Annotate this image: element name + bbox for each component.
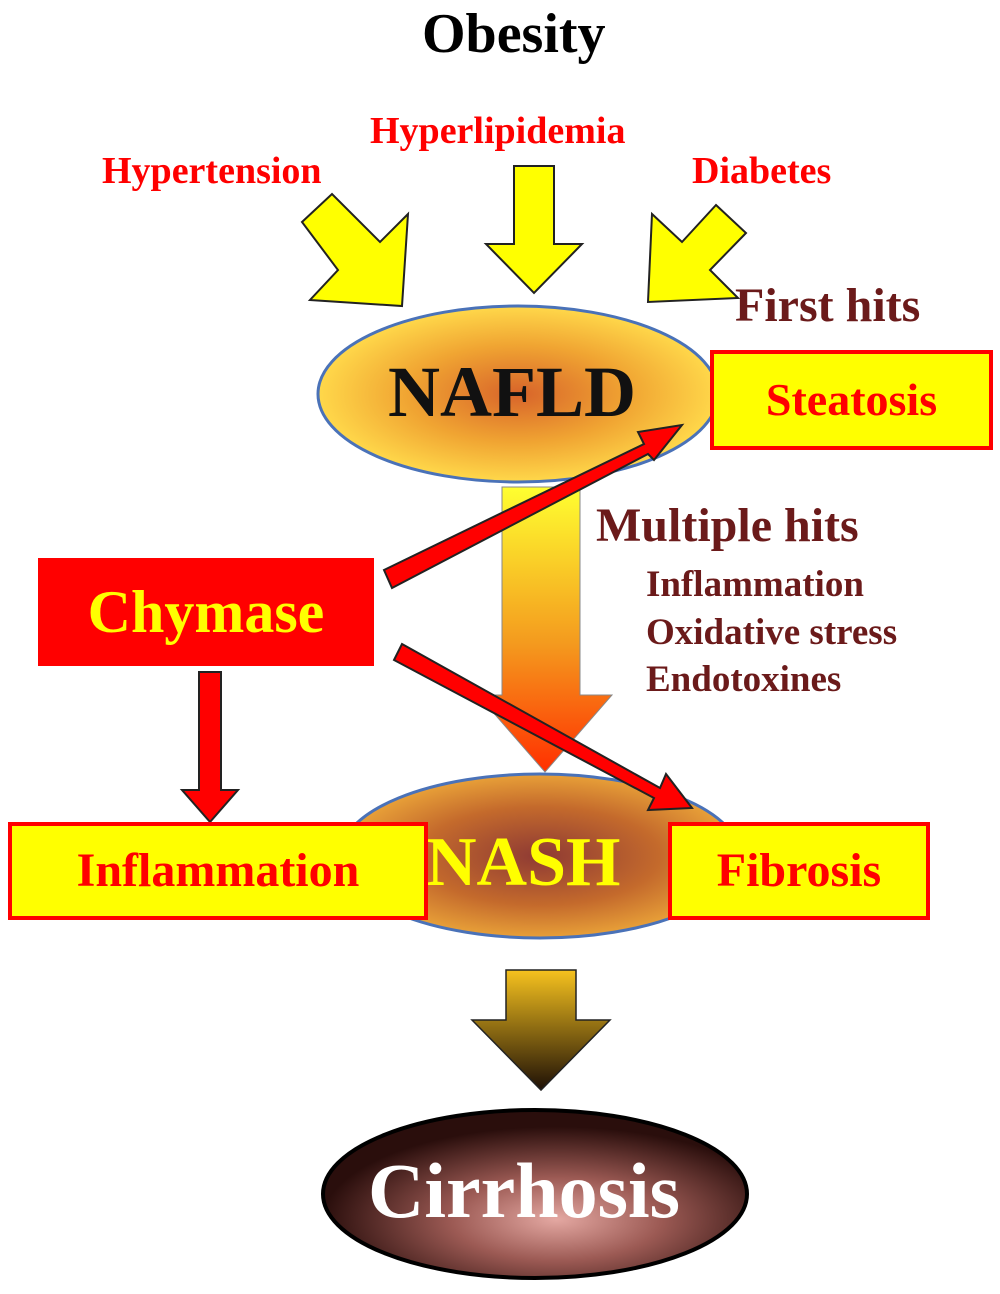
inflammation-label: Inflammation: [76, 844, 360, 897]
hypertension-label: Hypertension: [102, 150, 322, 192]
fibrosis-box: Fibrosis: [668, 822, 930, 920]
hyperlipidemia-arrow: [483, 165, 585, 295]
diabetes-arrow: [646, 203, 748, 304]
multiple-hits-item: Endotoxines: [646, 659, 842, 700]
multiple-hits-heading: Multiple hits: [596, 499, 859, 552]
fibrosis-label: Fibrosis: [716, 844, 882, 897]
chymase-to-steatosis-arrow: [382, 423, 685, 590]
hyperlipidemia-label: Hyperlipidemia: [370, 110, 626, 152]
steatosis-label: Steatosis: [765, 374, 938, 425]
multiple-hits-item: Oxidative stress: [646, 612, 898, 653]
cirrhosis-label: Cirrhosis: [368, 1147, 680, 1234]
nafld-label: NAFLD: [388, 352, 636, 432]
chymase-to-inflammation-arrow: [179, 671, 241, 824]
obesity-title: Obesity: [422, 3, 606, 65]
nash-label: NASH: [426, 824, 621, 901]
first-hits-heading: First hits: [735, 279, 921, 332]
nafld-to-nash-arrow: [476, 486, 614, 773]
inflammation-box: Inflammation: [8, 822, 428, 920]
steatosis-box: Steatosis: [710, 350, 993, 450]
nash-to-cirrhosis-arrow: [470, 969, 612, 1092]
chymase-label: Chymase: [87, 579, 325, 645]
multiple-hits-item: Inflammation: [646, 564, 864, 605]
chymase-box: Chymase: [38, 558, 374, 666]
diabetes-label: Diabetes: [692, 150, 832, 192]
chymase-to-fibrosis-arrow: [392, 642, 694, 812]
hypertension-arrow: [300, 192, 410, 308]
cirrhosis-ellipse: [321, 1108, 749, 1280]
